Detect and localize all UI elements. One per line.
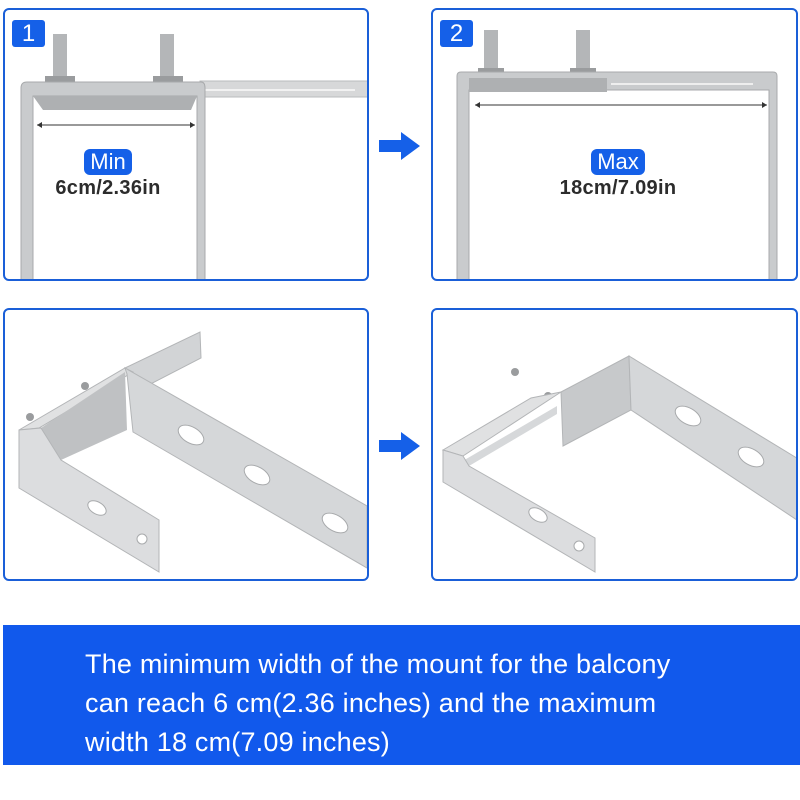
banner-line-3: width 18 cm(7.09 inches)	[85, 727, 390, 757]
banner-line-2: can reach 6 cm(2.36 inches) and the maxi…	[85, 688, 657, 718]
bracket-max-perspective-illustration	[441, 355, 796, 573]
min-tag: Min	[84, 149, 132, 175]
min-width-front-panel: 1 Min 6cm/2.36in	[3, 8, 369, 281]
right-arrow-icon	[377, 131, 421, 161]
bracket-min-perspective-illustration	[18, 331, 367, 573]
bolt-icon	[45, 34, 183, 82]
description-banner: The minimum width of the mount for the b…	[3, 625, 800, 765]
step-badge-1: 1	[12, 20, 45, 47]
step-badge-2: 2	[440, 20, 473, 47]
max-width-front-panel: 2 Max 18cm/7.09in	[431, 8, 798, 281]
min-dimension: 6cm/2.36in	[55, 177, 161, 199]
right-arrow-icon	[377, 431, 421, 461]
max-tag: Max	[591, 149, 645, 175]
max-dimension: 18cm/7.09in	[559, 177, 677, 199]
bracket-max-front-illustration	[456, 30, 778, 279]
bolt-icon	[478, 30, 596, 74]
min-width-perspective-panel	[3, 308, 369, 581]
banner-line-1: The minimum width of the mount for the b…	[85, 649, 671, 679]
max-label: Max 18cm/7.09in	[533, 149, 703, 200]
max-width-perspective-panel	[431, 308, 798, 581]
min-label: Min 6cm/2.36in	[41, 149, 175, 200]
bracket-min-front-illustration	[20, 34, 367, 279]
